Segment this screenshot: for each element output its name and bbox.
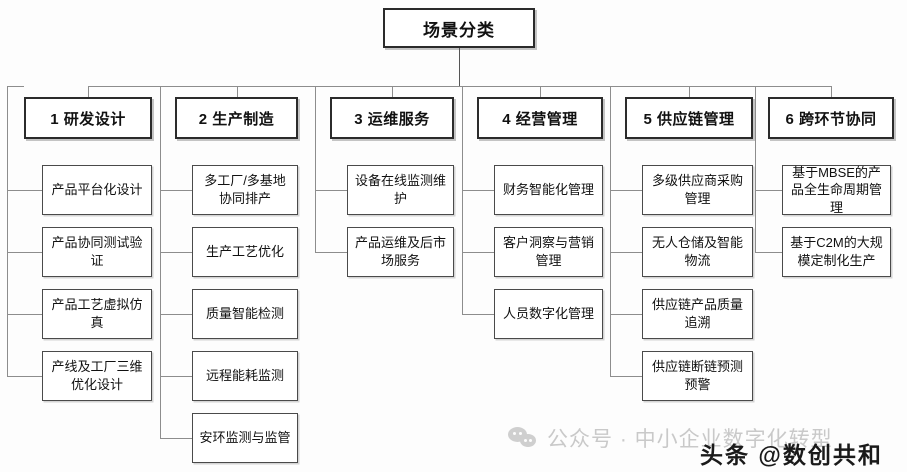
column-spine-3 (315, 86, 316, 252)
column-spine-6 (755, 86, 756, 252)
leaf-node-label: 远程能耗监测 (205, 368, 284, 384)
root-stem (459, 48, 460, 86)
leaf-node[interactable]: 基于C2M的大规模定制化生产 (782, 227, 891, 277)
leaf-node-label: 人员数字化管理 (502, 306, 594, 322)
column-spine-top-stub-1 (7, 86, 24, 87)
leaf-node-label: 产品工艺虚拟仿真 (51, 297, 143, 330)
column-header-3[interactable]: 3 运维服务 (330, 97, 454, 139)
leaf-node[interactable]: 生产工艺优化 (192, 227, 298, 277)
leaf-stub-1-3 (7, 314, 42, 315)
column-header-6[interactable]: 6 跨环节协同 (768, 97, 894, 139)
column-header-label: 2 生产制造 (198, 110, 275, 128)
leaf-node[interactable]: 质量智能检测 (192, 289, 298, 339)
leaf-node[interactable]: 财务智能化管理 (494, 165, 603, 215)
column-header-label: 3 运维服务 (354, 110, 430, 128)
leaf-node-label: 供应链断链预测预警 (651, 359, 743, 392)
leaf-node-label: 基于MBSE的产品全生命周期管理 (790, 164, 882, 215)
leaf-stub-1-4 (7, 376, 42, 377)
leaf-node[interactable]: 产线及工厂三维优化设计 (42, 351, 152, 401)
column-spine-top-stub-4 (462, 86, 477, 87)
leaf-node-label: 设备在线监测维护 (354, 173, 446, 206)
leaf-node[interactable]: 产品运维及后市场服务 (347, 227, 454, 277)
leaf-stub-4-3 (462, 314, 494, 315)
leaf-node[interactable]: 安环监测与监管 (192, 413, 298, 463)
header-drop-1 (88, 86, 89, 97)
toutiao-watermark: 头条 @数创共和 (700, 442, 883, 468)
leaf-node[interactable]: 多级供应商采购管理 (642, 165, 753, 215)
leaf-stub-3-1 (315, 190, 347, 191)
leaf-stub-5-2 (610, 252, 642, 253)
leaf-node[interactable]: 供应链产品质量追溯 (642, 289, 753, 339)
leaf-node[interactable]: 设备在线监测维护 (347, 165, 454, 215)
leaf-node-label: 无人仓储及智能物流 (651, 235, 743, 268)
column-spine-top-stub-6 (755, 86, 768, 87)
leaf-node-label: 生产工艺优化 (205, 244, 284, 260)
column-header-label: 4 经营管理 (502, 110, 578, 128)
leaf-node[interactable]: 无人仓储及智能物流 (642, 227, 753, 277)
wechat-icon (508, 427, 538, 449)
leaf-node[interactable]: 多工厂/多基地协同排产 (192, 165, 298, 215)
column-header-4[interactable]: 4 经营管理 (477, 97, 603, 139)
header-drop-4 (540, 86, 541, 97)
leaf-stub-5-4 (610, 376, 642, 377)
leaf-node[interactable]: 人员数字化管理 (494, 289, 603, 339)
leaf-node-label: 客户洞察与营销管理 (502, 235, 594, 268)
leaf-node[interactable]: 基于MBSE的产品全生命周期管理 (782, 165, 891, 215)
leaf-node-label: 产品运维及后市场服务 (354, 235, 446, 268)
leaf-stub-1-1 (7, 190, 42, 191)
column-spine-1 (7, 86, 8, 376)
leaf-node[interactable]: 产品协同测试验证 (42, 227, 152, 277)
wechat-watermark: 公众号 · 中小企业数字化转型 (508, 423, 833, 453)
leaf-stub-4-1 (462, 190, 494, 191)
column-header-label: 6 跨环节协同 (785, 110, 877, 128)
column-spine-2 (160, 86, 161, 438)
column-spine-top-stub-2 (160, 86, 175, 87)
column-header-2[interactable]: 2 生产制造 (175, 97, 298, 139)
header-drop-2 (236, 86, 238, 97)
leaf-stub-3-2 (315, 252, 347, 253)
column-spine-top-stub-3 (315, 86, 330, 87)
leaf-stub-2-1 (160, 190, 192, 191)
column-header-label: 1 研发设计 (50, 110, 126, 128)
leaf-node-label: 多工厂/多基地协同排产 (204, 173, 286, 206)
leaf-stub-2-5 (160, 438, 192, 439)
leaf-stub-2-2 (160, 252, 192, 253)
leaf-node-label: 财务智能化管理 (502, 182, 594, 198)
leaf-node-label: 基于C2M的大规模定制化生产 (790, 235, 883, 268)
column-spine-5 (610, 86, 611, 376)
leaf-node-label: 产品协同测试验证 (51, 235, 143, 268)
leaf-node[interactable]: 远程能耗监测 (192, 351, 298, 401)
leaf-stub-2-4 (160, 376, 192, 377)
column-spine-4 (462, 86, 463, 314)
leaf-node-label: 产线及工厂三维优化设计 (51, 359, 143, 392)
header-drop-5 (689, 86, 690, 97)
leaf-node-label: 多级供应商采购管理 (651, 173, 743, 206)
leaf-stub-5-1 (610, 190, 642, 191)
leaf-stub-6-2 (755, 252, 782, 253)
leaf-stub-6-1 (755, 190, 782, 191)
root-node[interactable]: 场景分类 (383, 8, 535, 48)
leaf-node[interactable]: 产品平台化设计 (42, 165, 152, 215)
header-bus (88, 86, 831, 87)
leaf-node-label: 质量智能检测 (205, 306, 284, 322)
header-drop-3 (392, 86, 393, 97)
leaf-node-label: 产品平台化设计 (51, 182, 143, 198)
leaf-node[interactable]: 供应链断链预测预警 (642, 351, 753, 401)
column-spine-top-stub-5 (610, 86, 625, 87)
wechat-watermark-text: 公众号 · 中小企业数字化转型 (547, 428, 833, 451)
leaf-stub-4-2 (462, 252, 494, 253)
leaf-stub-5-3 (610, 314, 642, 315)
header-drop-6 (831, 86, 832, 97)
leaf-node[interactable]: 产品工艺虚拟仿真 (42, 289, 152, 339)
root-node-label: 场景分类 (423, 20, 495, 40)
leaf-node[interactable]: 客户洞察与营销管理 (494, 227, 603, 277)
column-header-label: 5 供应链管理 (643, 110, 735, 128)
leaf-node-label: 供应链产品质量追溯 (651, 297, 743, 330)
column-header-5[interactable]: 5 供应链管理 (625, 97, 753, 139)
column-header-1[interactable]: 1 研发设计 (24, 97, 152, 139)
leaf-stub-1-2 (7, 252, 42, 253)
leaf-stub-2-3 (160, 314, 192, 315)
leaf-node-label: 安环监测与监管 (199, 430, 291, 446)
